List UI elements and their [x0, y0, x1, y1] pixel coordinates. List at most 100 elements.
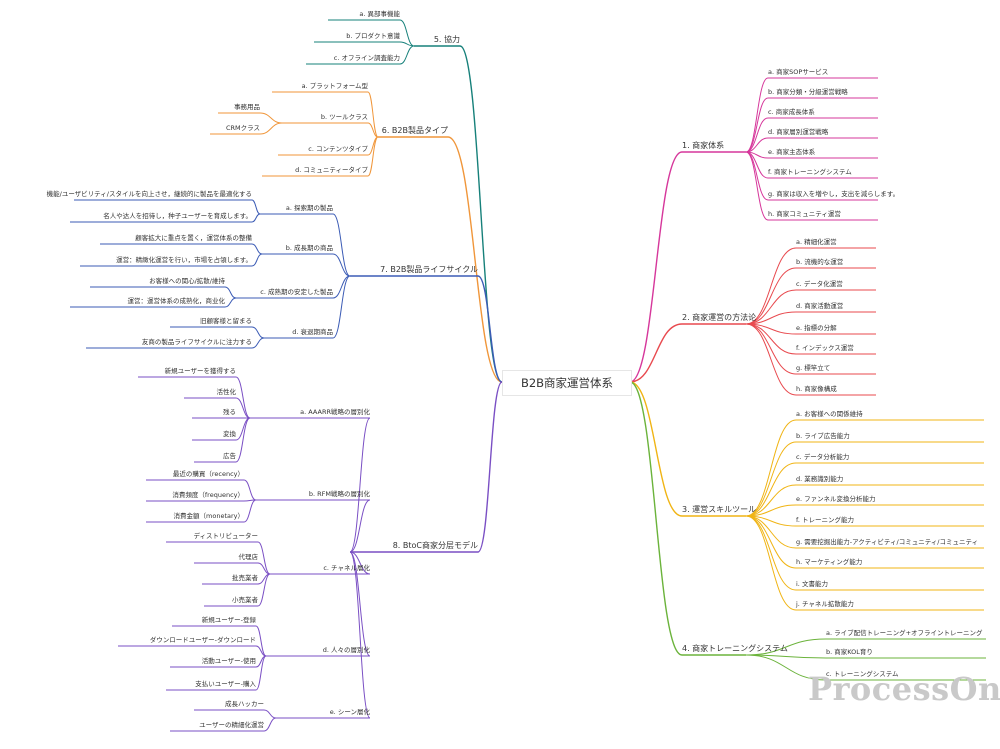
b7-child-0-leaf-0-link [251, 199, 261, 215]
b5-topic[interactable]: 5. 協力 [433, 35, 460, 44]
b8-child-1-leaf-1[interactable]: 消費頻度（frequency） [172, 491, 244, 499]
b2-child-1[interactable]: b. 流機的な運営 [796, 258, 844, 266]
b7-child-2-leaf-1[interactable]: 運営：運営体系の成熟化，商业化 [127, 297, 226, 305]
b1-link [629, 151, 683, 383]
b7-child-0[interactable]: a. 探索期の製品 [285, 204, 333, 212]
b6-child-3-link [367, 136, 379, 177]
b1-child-4[interactable]: e. 商家主态体系 [768, 148, 816, 156]
b3-child-1[interactable]: b. ライブ広告能力 [796, 432, 850, 440]
b8-child-2-leaf-2[interactable]: 批売業者 [232, 574, 258, 582]
b3-child-9-link [745, 515, 797, 611]
b8-child-2-leaf-3[interactable]: 小売業者 [232, 596, 258, 604]
b7-child-3-leaf-0[interactable]: 旧顧客様と留まる [200, 317, 252, 325]
b8-child-2-leaf-0[interactable]: ディストリビューター [193, 532, 258, 540]
b2-child-2[interactable]: c. データ化運営 [796, 280, 843, 288]
b5-child-2[interactable]: c. オフライン調査能力 [333, 54, 400, 62]
b7-child-1-leaf-1[interactable]: 運営：精緻化運営を行い，市場を占領します。 [116, 256, 252, 264]
b6-topic[interactable]: 6. B2B製品タイプ [381, 126, 448, 135]
b3-child-3[interactable]: d. 業務識別能力 [796, 475, 844, 483]
b1-child-0[interactable]: a. 商家SOPサービス [768, 68, 829, 76]
b7-child-3-leaf-1[interactable]: 友商の製品ライフサイクルに注力する [141, 338, 252, 346]
b5-child-1[interactable]: b. プロダクト意識 [346, 32, 400, 40]
b3-link [629, 381, 683, 517]
b3-child-9[interactable]: j. チャネル拡散能力 [796, 600, 854, 608]
b2-child-6[interactable]: g. 標竿立て [796, 364, 831, 372]
b8-child-0-leaf-1-link [235, 397, 251, 419]
b8-child-4-leaf-1[interactable]: ユーザーの精細化運営 [199, 721, 264, 729]
b8-child-4[interactable]: e. シーン層化 [329, 708, 370, 716]
root-topic[interactable]: B2B商家運営体系 [502, 370, 632, 396]
b7-child-2-leaf-0[interactable]: お客様への関心/拡散/維持 [149, 277, 225, 285]
b8-child-3-leaf-0[interactable]: 新規ユーザー-登録 [201, 616, 256, 624]
b8-child-0-leaf-1[interactable]: 活性化 [216, 388, 237, 396]
b8-topic[interactable]: 8. BtoC商家分层モデル [392, 541, 478, 550]
b6-link [447, 136, 503, 383]
b1-child-6[interactable]: g. 商家は収入を増やし，支出を減らします。 [768, 190, 900, 198]
b1-topic[interactable]: 1. 商家体系 [682, 141, 725, 150]
b8-child-1[interactable]: b. RFM戦略の層別化 [308, 490, 370, 498]
b8-child-0[interactable]: a. AAARR戦略の層別化 [300, 408, 370, 416]
b7-child-0-leaf-0[interactable]: 機能/ユーザビリティ/スタイルを向上させ，継続的に製品を最適化する [46, 190, 252, 198]
b6-child-1-link [367, 122, 379, 138]
b2-child-4[interactable]: e. 指標の分解 [796, 324, 837, 332]
b6-child-1-leaf-0[interactable]: 事務用品 [234, 103, 260, 111]
b7-child-0-leaf-1[interactable]: 名人や达人を招待し，种子ユーザーを育成します。 [103, 212, 252, 220]
b3-topic[interactable]: 3. 運営スキルツール [682, 505, 757, 514]
b7-child-2[interactable]: c. 成熟期の安定した製品 [260, 288, 333, 296]
b3-child-4[interactable]: e. ファンネル変換分析能力 [796, 495, 876, 503]
b2-child-2-link [745, 289, 797, 325]
b5-child-0[interactable]: a. 異部事機能 [359, 10, 400, 18]
b4-child-1[interactable]: b. 商家KOL育り [826, 648, 873, 656]
b8-child-0-leaf-0-link [235, 376, 251, 419]
b2-child-5[interactable]: f. インデックス運営 [796, 344, 854, 352]
b4-child-2-link [745, 654, 827, 681]
b8-child-3-leaf-3[interactable]: 支払いユーザー-購入 [195, 680, 256, 688]
b1-child-5[interactable]: f. 商家トレーニングシステム [768, 168, 852, 176]
b8-child-1-leaf-2[interactable]: 消費金額（monetary） [173, 512, 244, 520]
b3-child-8[interactable]: i. 文書能力 [796, 580, 828, 588]
b6-child-1[interactable]: b. ツールクラス [320, 113, 368, 121]
b2-topic[interactable]: 2. 商家運営の方法论 [682, 313, 757, 322]
b7-child-1[interactable]: b. 成長期の商品 [285, 244, 333, 252]
b7-child-3[interactable]: d. 衰退期商品 [292, 328, 333, 336]
b3-child-2[interactable]: c. データ分析能力 [796, 453, 850, 461]
b7-child-2-link [332, 275, 351, 299]
b1-child-3[interactable]: d. 商家層別運営戦略 [768, 128, 829, 136]
b8-child-0-leaf-4[interactable]: 広告 [223, 452, 236, 460]
b6-child-1-leaf-1[interactable]: CRMクラス [225, 124, 260, 132]
b3-child-0[interactable]: a. お客様への関係維持 [796, 410, 863, 418]
b1-child-1[interactable]: b. 商家分類・分級運営戦略 [768, 88, 848, 96]
b1-child-2[interactable]: c. 商家成長体系 [768, 108, 815, 116]
b4-topic[interactable]: 4. 商家トレーニングシステム [682, 644, 788, 653]
b3-child-7[interactable]: h. マーケティング能力 [796, 558, 863, 566]
b2-child-7-link [745, 323, 797, 396]
b8-child-2-leaf-1-link [257, 562, 271, 575]
b7-child-1-leaf-0[interactable]: 顧客拡大に重点を置く，運営体系の整備 [135, 234, 252, 242]
b8-child-3[interactable]: d. 人々の層別化 [322, 646, 370, 654]
b6-child-2[interactable]: c. コンテンツタイプ [308, 145, 368, 153]
b8-child-0-leaf-2[interactable]: 残る [223, 408, 236, 416]
b3-child-5[interactable]: f. トレーニング能力 [796, 516, 854, 524]
b4-child-2[interactable]: c. トレーニングシステム [826, 670, 899, 678]
b4-link [629, 381, 683, 656]
b1-child-7[interactable]: h. 商家コミュニティ運営 [768, 210, 841, 218]
b6-child-3[interactable]: d. コミュニティータイプ [295, 166, 368, 174]
b8-child-4-leaf-0[interactable]: 成長ハッカー [225, 700, 264, 708]
b8-child-0-leaf-3[interactable]: 変換 [223, 430, 236, 438]
b8-child-2-leaf-1[interactable]: 代理店 [238, 553, 259, 561]
b8-child-3-leaf-1[interactable]: ダウンロードユーザー-ダウンロード [149, 636, 256, 644]
b8-child-0-leaf-0[interactable]: 新規ユーザーを獲得する [164, 367, 236, 375]
b2-child-3[interactable]: d. 商家活動運営 [796, 302, 844, 310]
b7-child-2-leaf-0-link [224, 286, 237, 299]
b7-topic[interactable]: 7. B2B製品ライフサイクル [380, 265, 478, 274]
b6-child-0[interactable]: a. プラットフォーム型 [301, 82, 368, 90]
b8-child-2[interactable]: c. チャネル層化 [323, 564, 370, 572]
b2-child-0-link [745, 247, 797, 325]
b3-child-6[interactable]: g. 需要挖掘出能力-アクティビティ/コミュニティ/コミュニティ [796, 538, 979, 546]
b3-child-0-link [745, 419, 797, 517]
b2-child-0[interactable]: a. 精細化運営 [796, 238, 837, 246]
b2-child-7[interactable]: h. 商家像構成 [796, 385, 837, 393]
b8-child-3-leaf-2[interactable]: 活動ユーザー-使用 [201, 657, 256, 665]
b4-child-0[interactable]: a. ライブ配信トレーニング+オフライントレーニング [826, 629, 983, 637]
b8-child-1-leaf-0[interactable]: 最近の購買（recency） [172, 470, 244, 478]
